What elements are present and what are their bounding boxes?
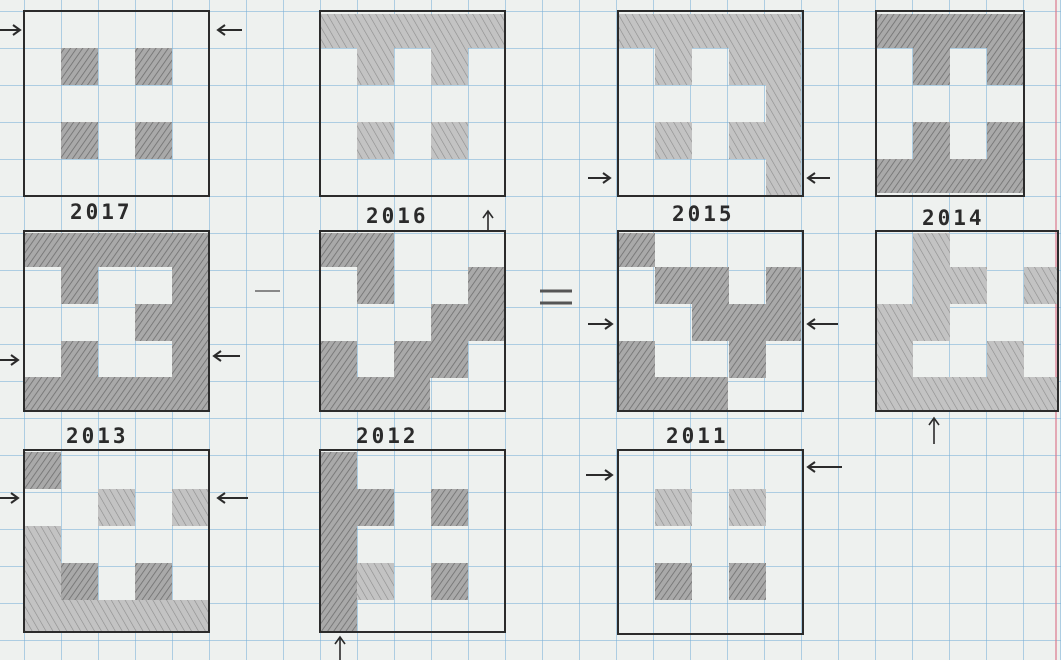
panel-row2-col2: [320, 231, 505, 411]
year-label-2013: 2013: [66, 424, 129, 448]
year-label-2011: 2011: [666, 424, 729, 448]
year-label-2015: 2015: [672, 202, 735, 226]
year-label-2014: 2014: [922, 206, 985, 230]
panel-row2-col3: [588, 231, 838, 411]
panel-row1-col4: [876, 11, 1024, 196]
panel-row1-col2: [320, 11, 505, 196]
panel-row2-col1: [0, 231, 240, 411]
panel-row3-col3: [586, 450, 842, 634]
panel-row1-col3: [588, 11, 830, 196]
equals-sign: [255, 291, 572, 303]
year-label-2016: 2016: [366, 204, 429, 228]
year-label-2012: 2012: [356, 424, 419, 448]
panel-row1-col1: [24, 11, 209, 196]
panel-row3-col2: [320, 450, 505, 660]
panel-row3-col1: [0, 450, 248, 632]
year-label-2017: 2017: [70, 200, 133, 224]
panel-row2-col4: [876, 231, 1058, 444]
